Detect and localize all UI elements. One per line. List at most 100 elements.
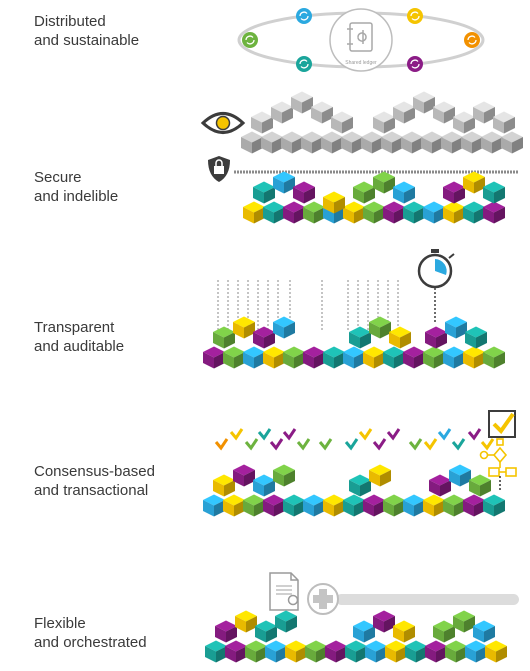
feature-transparent: Transparent and auditable (34, 318, 124, 356)
checkmark-icon (372, 438, 387, 451)
checkmark-icon (214, 438, 229, 451)
block-cube (323, 191, 345, 214)
block-cube (501, 131, 523, 154)
checkmark-icon (318, 438, 333, 451)
block-cube (449, 464, 471, 487)
block-cube (473, 620, 495, 643)
block-cube (429, 474, 451, 497)
block-cube (263, 201, 285, 224)
block-cube (253, 181, 275, 204)
feature-transparent-line2: and auditable (34, 338, 125, 355)
block-cube (453, 610, 475, 633)
block-cube (483, 346, 505, 369)
block-cube (311, 101, 333, 124)
block-cube (433, 620, 455, 643)
block-cube (303, 346, 325, 369)
feature-distributed-line1: Distributed (34, 13, 106, 30)
checkmark-icon (296, 438, 311, 451)
block-cube (343, 201, 365, 224)
block-cube (241, 131, 263, 154)
block-cube (353, 620, 375, 643)
feature-consensus: Consensus-based and transactional (34, 462, 155, 500)
stopwatch-icon (417, 249, 455, 322)
block-cube (203, 494, 225, 517)
block-cube (463, 171, 485, 194)
block-cube (353, 181, 375, 204)
block-cube (465, 326, 487, 349)
checkmark-icon (386, 428, 401, 441)
block-cube (233, 316, 255, 339)
block-cube (421, 131, 443, 154)
checkmark-icon (344, 438, 359, 451)
block-cube (385, 640, 407, 663)
block-cube (323, 346, 345, 369)
block-cube (423, 494, 445, 517)
block-cube (445, 316, 467, 339)
block-cube (273, 316, 295, 339)
block-cube (461, 131, 483, 154)
block-cube (425, 640, 447, 663)
block-cube (283, 346, 305, 369)
feature-flexible-line1: Flexible (34, 615, 86, 632)
checkmark-icon (229, 428, 244, 441)
block-cube (343, 346, 365, 369)
block-cube (243, 201, 265, 224)
block-cube (413, 91, 435, 114)
checkmark-icon (423, 438, 438, 451)
consensus-checkmarks (214, 428, 495, 451)
flowchart-icon (479, 438, 517, 490)
block-cube (373, 111, 395, 134)
feature-flexible-line2: and orchestrated (34, 634, 147, 651)
feature-secure-line2: and indelible (34, 188, 119, 205)
block-cube (273, 171, 295, 194)
block-cube (403, 201, 425, 224)
block-cube (303, 494, 325, 517)
block-cube (321, 131, 343, 154)
block-cube (213, 326, 235, 349)
block-cube (405, 640, 427, 663)
block-cube (469, 474, 491, 497)
checkbox-icon (488, 410, 516, 438)
block-cube (483, 494, 505, 517)
block-cube (285, 640, 307, 663)
block-cube (263, 346, 285, 369)
block-cube (463, 201, 485, 224)
block-cube (493, 111, 515, 134)
block-cube (423, 346, 445, 369)
block-cube (363, 201, 385, 224)
block-cube (343, 494, 365, 517)
block-cube (481, 131, 503, 154)
block-cube (349, 326, 371, 349)
block-cube (425, 326, 447, 349)
checkmark-icon (467, 428, 482, 441)
sync-icon (296, 56, 312, 72)
network-nodes (242, 8, 480, 72)
checkmark-icon (282, 428, 297, 441)
block-cube (433, 101, 455, 124)
block-cube (369, 316, 391, 339)
block-cube (443, 201, 465, 224)
lock-shield-icon (208, 156, 230, 182)
block-cube (253, 474, 275, 497)
block-cube (243, 346, 265, 369)
feature-secure: Secure and indelible (34, 168, 118, 206)
sync-icon (296, 8, 312, 24)
block-cube (403, 346, 425, 369)
block-cube (205, 640, 227, 663)
block-cube (389, 326, 411, 349)
ledger-caption: Shared ledger (345, 60, 377, 66)
block-cube (225, 640, 247, 663)
block-cube (445, 640, 467, 663)
feature-distributed-line2: and sustainable (34, 32, 140, 49)
block-cube (305, 640, 327, 663)
block-cube (383, 494, 405, 517)
feature-consensus-line1: Consensus-based (34, 463, 155, 480)
block-cube (373, 610, 395, 633)
block-cube (341, 131, 363, 154)
ledger-network: Shared ledger (237, 8, 485, 72)
block-stacks (203, 91, 523, 663)
block-cube (293, 181, 315, 204)
block-cube (363, 346, 385, 369)
block-cube (301, 131, 323, 154)
orchestration-track (336, 594, 519, 605)
